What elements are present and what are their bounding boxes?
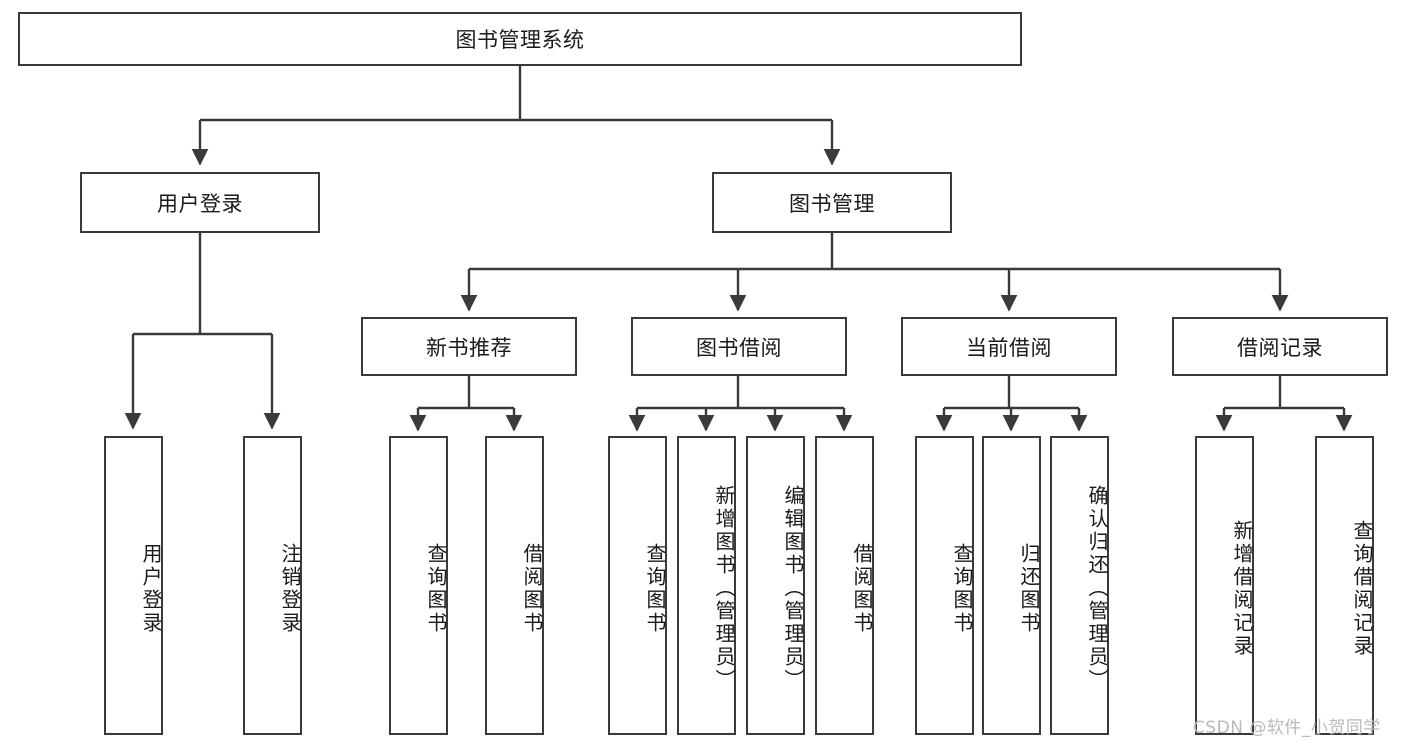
leaf-book-borrow-edit-label: 编辑图书（管理员） — [781, 485, 805, 692]
node-current-borrow[interactable]: 当前借阅 — [901, 317, 1117, 376]
node-book-borrow-label: 图书借阅 — [696, 335, 782, 360]
leaf-current-borrow-return-label: 归还图书 — [1017, 542, 1041, 635]
leaf-borrow-record-query-label: 查询借阅记录 — [1350, 519, 1374, 658]
leaf-book-borrow-query[interactable]: 查询图书 — [608, 436, 667, 735]
node-user-login[interactable]: 用户登录 — [80, 172, 320, 233]
leaf-new-book-borrow-label: 借阅图书 — [520, 542, 544, 635]
leaf-current-borrow-confirm[interactable]: 确认归还（管理员） — [1050, 436, 1109, 735]
leaf-borrow-record-query[interactable]: 查询借阅记录 — [1315, 436, 1374, 735]
leaf-current-borrow-return[interactable]: 归还图书 — [982, 436, 1041, 735]
node-root-system-label: 图书管理系统 — [455, 28, 585, 52]
node-borrow-record[interactable]: 借阅记录 — [1172, 317, 1388, 376]
node-user-login-label: 用户登录 — [157, 191, 243, 216]
node-book-borrow[interactable]: 图书借阅 — [631, 317, 847, 376]
leaf-book-borrow-query-label: 查询图书 — [643, 542, 667, 635]
node-new-book-recommend-label: 新书推荐 — [426, 335, 512, 360]
leaf-borrow-record-add-label: 新增借阅记录 — [1230, 519, 1254, 658]
node-book-management-label: 图书管理 — [789, 191, 875, 216]
leaf-book-borrow-add-label: 新增图书（管理员） — [712, 485, 736, 692]
leaf-user-login-login-label: 用户登录 — [139, 542, 163, 635]
leaf-user-login-login[interactable]: 用户登录 — [104, 436, 163, 735]
leaf-current-borrow-confirm-label: 确认归还（管理员） — [1085, 485, 1109, 692]
leaf-new-book-query[interactable]: 查询图书 — [389, 436, 448, 735]
leaf-book-borrow-borrow[interactable]: 借阅图书 — [815, 436, 874, 735]
node-root-system[interactable]: 图书管理系统 — [18, 12, 1022, 66]
leaf-book-borrow-add[interactable]: 新增图书（管理员） — [677, 436, 736, 735]
csdn-watermark: CSDN @软件_小贺同学 — [1193, 718, 1381, 738]
leaf-book-borrow-borrow-label: 借阅图书 — [850, 542, 874, 635]
leaf-current-borrow-query-label: 查询图书 — [950, 542, 974, 635]
leaf-book-borrow-edit[interactable]: 编辑图书（管理员） — [746, 436, 805, 735]
node-new-book-recommend[interactable]: 新书推荐 — [361, 317, 577, 376]
leaf-user-login-logout[interactable]: 注销登录 — [243, 436, 302, 735]
leaf-user-login-logout-label: 注销登录 — [278, 542, 302, 635]
leaf-new-book-query-label: 查询图书 — [424, 542, 448, 635]
node-current-borrow-label: 当前借阅 — [966, 335, 1052, 360]
leaf-current-borrow-query[interactable]: 查询图书 — [915, 436, 974, 735]
leaf-new-book-borrow[interactable]: 借阅图书 — [485, 436, 544, 735]
node-borrow-record-label: 借阅记录 — [1237, 335, 1323, 360]
leaf-borrow-record-add[interactable]: 新增借阅记录 — [1195, 436, 1254, 735]
node-book-management[interactable]: 图书管理 — [712, 172, 952, 233]
